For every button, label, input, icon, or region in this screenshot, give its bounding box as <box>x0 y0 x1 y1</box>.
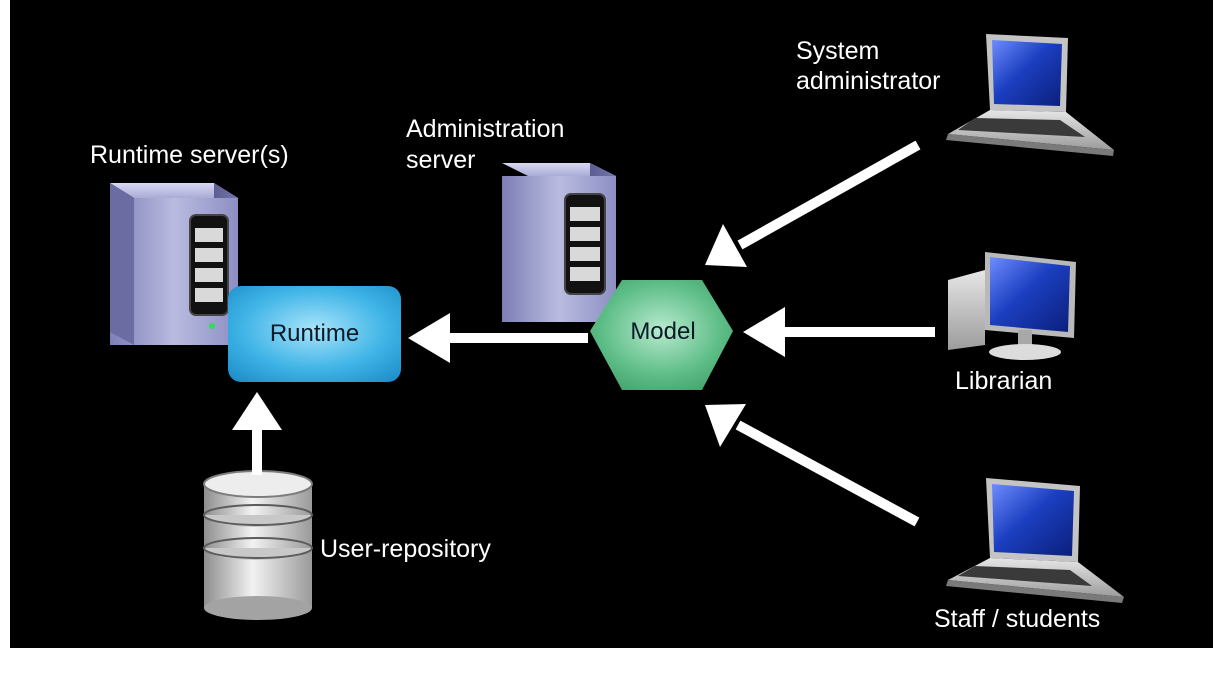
arrow-repository-to-runtime <box>232 392 282 475</box>
arrow-system-administrator-to-model <box>705 140 921 267</box>
system-administrator-label-line2: administrator <box>796 67 941 95</box>
arrow-librarian-to-model <box>743 307 935 357</box>
user-repository-database-icon <box>203 470 313 620</box>
model-hexagon <box>590 280 733 390</box>
system-administrator-laptop-icon <box>946 34 1114 156</box>
runtime-label: Runtime <box>269 320 360 347</box>
administration-server-tower-icon <box>502 163 616 322</box>
arrows <box>232 140 935 527</box>
librarian-desktop-monitor-icon <box>948 252 1076 360</box>
user-repository-label: User-repository <box>320 535 491 563</box>
staff-students-label: Staff / students <box>934 605 1101 633</box>
administration-server-label-line1: Administration <box>406 115 565 143</box>
librarian-label: Librarian <box>955 367 1053 395</box>
staff-students-laptop-icon <box>946 478 1124 603</box>
runtime-box <box>228 286 401 382</box>
runtime-server-tower-icon <box>110 183 238 345</box>
runtime-servers-label: Runtime server(s) <box>90 141 289 169</box>
system-administrator-label-line1: System <box>796 37 880 65</box>
administration-server-label-line2: server <box>406 146 476 174</box>
model-label: Model <box>630 318 696 345</box>
arrow-staff-students-to-model <box>705 404 920 527</box>
arrow-model-to-runtime <box>408 313 588 363</box>
